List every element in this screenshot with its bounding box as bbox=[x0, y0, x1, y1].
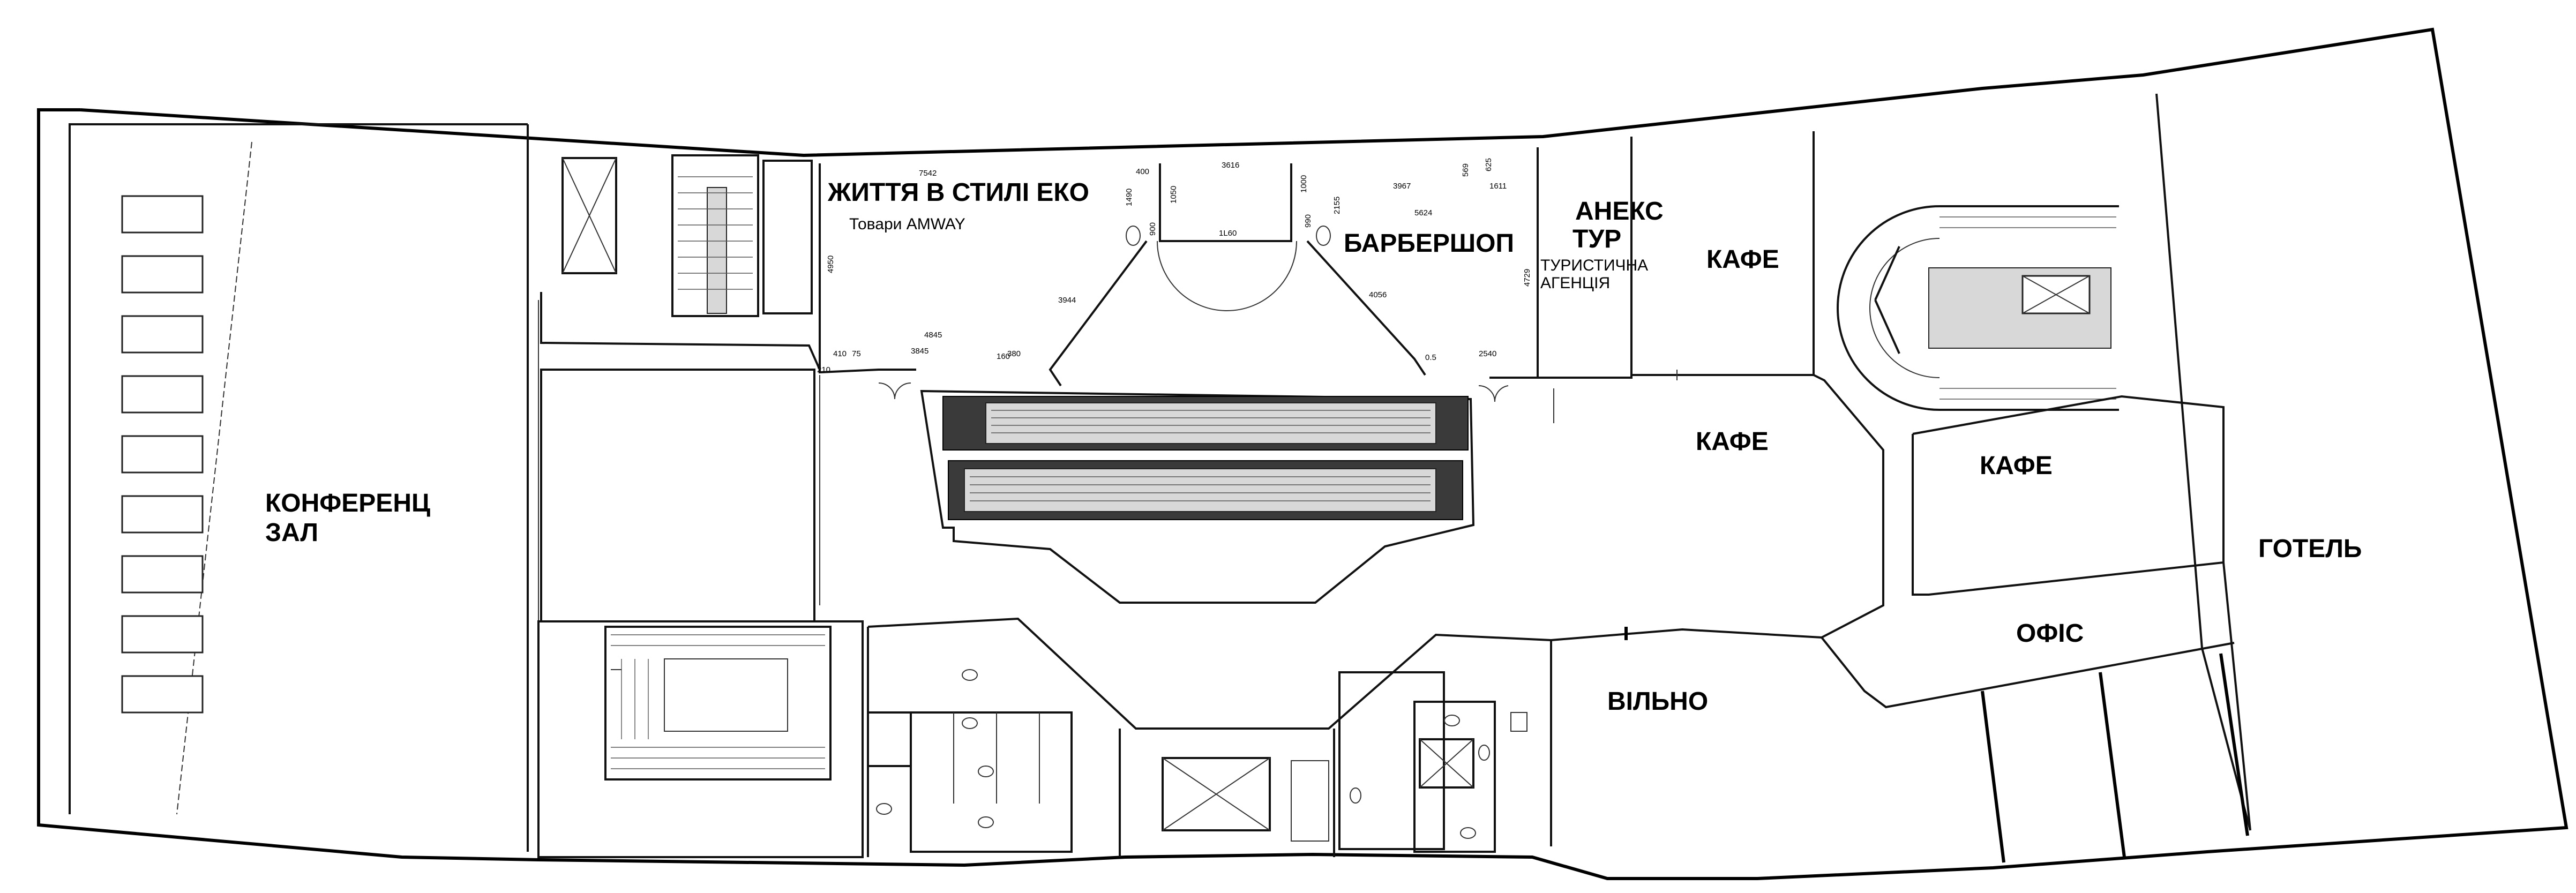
cafe-central-label: КАФЕ bbox=[1696, 427, 1769, 456]
eco-shop-sublabel: Товари AMWAY bbox=[849, 215, 965, 233]
dimension-label: 569 bbox=[1461, 163, 1470, 177]
central-atrium-top: 3616 400 1490 1050 1L60 1000 900 990 bbox=[1049, 161, 1426, 387]
dimension-label: 900 bbox=[1148, 222, 1157, 236]
dimension-label: 3616 bbox=[1222, 161, 1239, 170]
aneks-tour-agency: АНЕКС ТУР ТУРИСТИЧНА АГЕНЦІЯ bbox=[1538, 145, 1664, 423]
door-swings bbox=[878, 382, 1509, 402]
window-column bbox=[121, 195, 204, 714]
dimension-label: 3944 bbox=[1058, 296, 1076, 305]
dimension-label: 210 bbox=[817, 365, 830, 374]
conference-hall: КОНФЕРЕНЦ ЗАЛ bbox=[121, 141, 430, 815]
barbershop-label: БАРБЕРШОП bbox=[1344, 229, 1514, 258]
dimension-label: 75 bbox=[852, 349, 861, 358]
aneks-tour-sublabel-1: ТУРИСТИЧНА bbox=[1540, 257, 1648, 274]
dimension-label: 4729 bbox=[1523, 269, 1532, 287]
dimension-label: 2155 bbox=[1332, 197, 1342, 214]
spiral-staircase bbox=[1837, 205, 2119, 411]
dimension-label: 1611 bbox=[1489, 182, 1507, 191]
dimension-label: 2540 bbox=[1479, 349, 1496, 358]
cafe-right: КАФЕ bbox=[1912, 395, 2225, 596]
aneks-tour-label-1: АНЕКС bbox=[1575, 197, 1664, 226]
dimension-label: 380 bbox=[1007, 349, 1021, 358]
cafe-right-label: КАФЕ bbox=[1980, 452, 2053, 480]
dimension-label: 1490 bbox=[1125, 189, 1134, 206]
eco-shop: ЖИТТЯ В СТИЛІ ЕКО Товари AMWAY 7542 4950… bbox=[817, 163, 1089, 605]
staircase-lower-left bbox=[537, 620, 864, 858]
cafe-top-label: КАФЕ bbox=[1706, 245, 1779, 274]
hotel: ГОТЕЛЬ bbox=[2155, 93, 2362, 831]
cafe-top: КАФЕ bbox=[1630, 131, 1815, 380]
dimension-label: 400 bbox=[1136, 167, 1149, 176]
barbershop: БАРБЕРШОП 3967 5624 4056 2540 2155 4729 … bbox=[1332, 147, 1539, 379]
dimension-label: 4950 bbox=[826, 256, 835, 273]
free-room-label: ВІЛЬНО bbox=[1607, 687, 1708, 716]
dimension-label: 1000 bbox=[1299, 175, 1308, 193]
dimension-label: 1L60 bbox=[1219, 229, 1237, 238]
aneks-tour-label-2: ТУР bbox=[1572, 225, 1621, 253]
escalators bbox=[920, 389, 1475, 604]
hotel-label: ГОТЕЛЬ bbox=[2258, 535, 2362, 563]
dimension-label: 7542 bbox=[919, 169, 937, 178]
conference-hall-label-2: ЗАЛ bbox=[265, 519, 318, 547]
conference-hall-label-1: КОНФЕРЕНЦ bbox=[265, 489, 430, 517]
dimension-label: 3845 bbox=[911, 347, 928, 356]
cafe-central: КАФЕ bbox=[1696, 374, 1884, 639]
dimension-label: 160 bbox=[997, 352, 1010, 361]
dimension-label: 0.5 bbox=[1425, 353, 1436, 362]
left-service-core bbox=[540, 154, 821, 622]
office-label: ОФІС bbox=[2016, 619, 2084, 648]
dimension-label: 410 bbox=[833, 349, 847, 358]
dimension-label: 990 bbox=[1304, 214, 1313, 228]
dimension-label: 5624 bbox=[1414, 208, 1432, 217]
dimension-label: 4845 bbox=[924, 331, 942, 340]
office: ОФІС bbox=[1821, 619, 2249, 863]
dimension-label: 625 bbox=[1484, 158, 1493, 171]
dimension-label: 1050 bbox=[1169, 186, 1178, 204]
aneks-tour-sublabel-2: АГЕНЦІЯ bbox=[1540, 274, 1610, 292]
dimension-label: 3967 bbox=[1393, 182, 1411, 191]
lower-washrooms bbox=[867, 617, 1552, 857]
free-room: ВІЛЬНО bbox=[1550, 627, 1822, 846]
outer-walls bbox=[37, 27, 2568, 880]
eco-shop-label: ЖИТТЯ В СТИЛІ ЕКО bbox=[827, 178, 1089, 207]
dimension-label: 4056 bbox=[1369, 290, 1387, 299]
